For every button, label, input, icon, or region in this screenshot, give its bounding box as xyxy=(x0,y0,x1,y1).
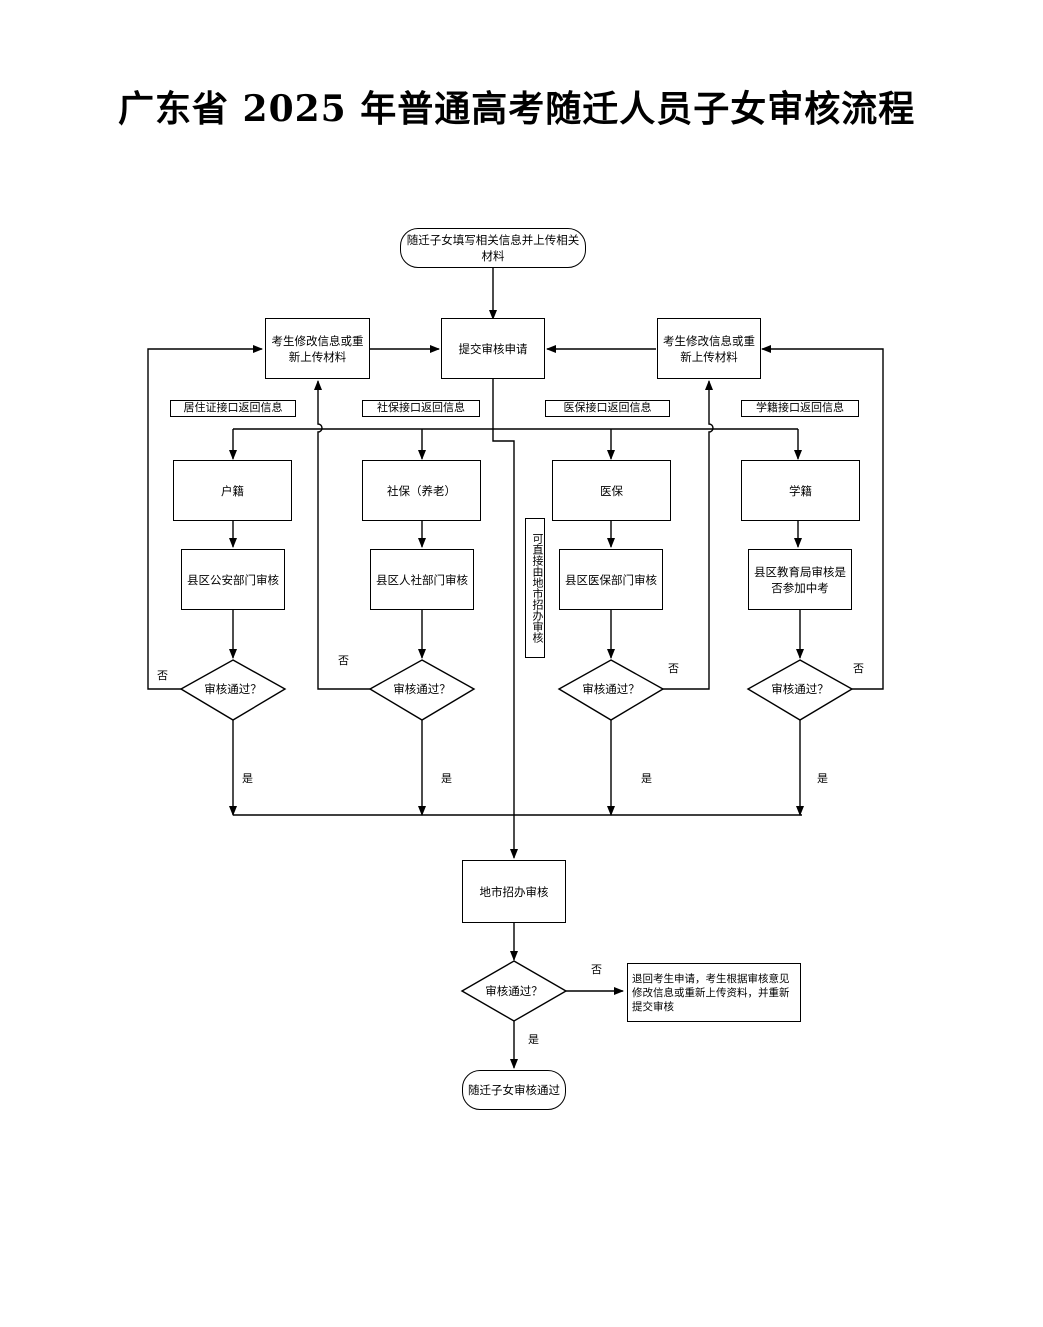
city-review-box: 地市招办审核 xyxy=(462,860,566,923)
no-label-2: 否 xyxy=(338,654,349,667)
edge-no-2 xyxy=(314,380,370,690)
start-node: 随迁子女填写相关信息并上传相关材料 xyxy=(400,228,586,268)
yibao-api-tag: 医保接口返回信息 xyxy=(545,400,670,417)
decision-diamond-final xyxy=(460,960,568,1022)
decision-label-final: 审核通过？ xyxy=(485,984,543,998)
decision-label-1: 审核通过？ xyxy=(204,682,262,696)
medical-review-box: 县区医保部门审核 xyxy=(559,549,663,610)
end-node: 随迁子女审核通过 xyxy=(462,1070,566,1110)
edu-review-box: 县区教育局审核是否参加中考 xyxy=(748,549,852,610)
page-title: 广东省 2025 年普通高考随迁人员子女审核流程 xyxy=(118,88,916,130)
decision-label-3: 审核通过？ xyxy=(582,682,640,696)
edge-no-4 xyxy=(761,345,884,690)
edge-no-3 xyxy=(662,380,714,690)
yes-label-2: 是 xyxy=(441,772,452,785)
edge-direct-city xyxy=(492,429,518,859)
no-label-3: 否 xyxy=(668,662,679,675)
shebao-api-tag: 社保接口返回信息 xyxy=(362,400,480,417)
decision-label-2: 审核通过？ xyxy=(393,682,451,696)
submit-application-box: 提交审核申请 xyxy=(441,318,545,379)
no-label-4: 否 xyxy=(853,662,864,675)
direct-review-tag: 可直接由地市招办审核 xyxy=(525,518,545,658)
residence-api-tag: 居住证接口返回信息 xyxy=(170,400,296,417)
shebao-box: 社保（养老） xyxy=(362,460,481,521)
modify-info-box-left: 考生修改信息或重新上传材料 xyxy=(265,318,370,379)
decision-diamond-4 xyxy=(746,659,854,721)
decision-diamond-3 xyxy=(557,659,665,721)
return-application-box: 退回考生申请，考生根据审核意见修改信息或重新上传资料，并重新提交审核 xyxy=(627,963,801,1022)
hr-review-box: 县区人社部门审核 xyxy=(370,549,474,610)
yibao-box: 医保 xyxy=(552,460,671,521)
xueji-api-tag: 学籍接口返回信息 xyxy=(741,400,859,417)
yes-label-final: 是 xyxy=(528,1033,539,1046)
police-review-box: 县区公安部门审核 xyxy=(181,549,285,610)
modify-info-box-right: 考生修改信息或重新上传材料 xyxy=(657,318,761,379)
no-label-1: 否 xyxy=(157,669,168,682)
decision-diamond-1 xyxy=(179,659,287,721)
yes-label-4: 是 xyxy=(817,772,828,785)
yes-label-1: 是 xyxy=(242,772,253,785)
decision-label-4: 审核通过？ xyxy=(771,682,829,696)
no-label-final: 否 xyxy=(591,963,602,976)
hukou-box: 户籍 xyxy=(173,460,292,521)
yes-label-3: 是 xyxy=(641,772,652,785)
edge-no-1 xyxy=(147,345,263,690)
xueji-box: 学籍 xyxy=(741,460,860,521)
decision-diamond-2 xyxy=(368,659,476,721)
